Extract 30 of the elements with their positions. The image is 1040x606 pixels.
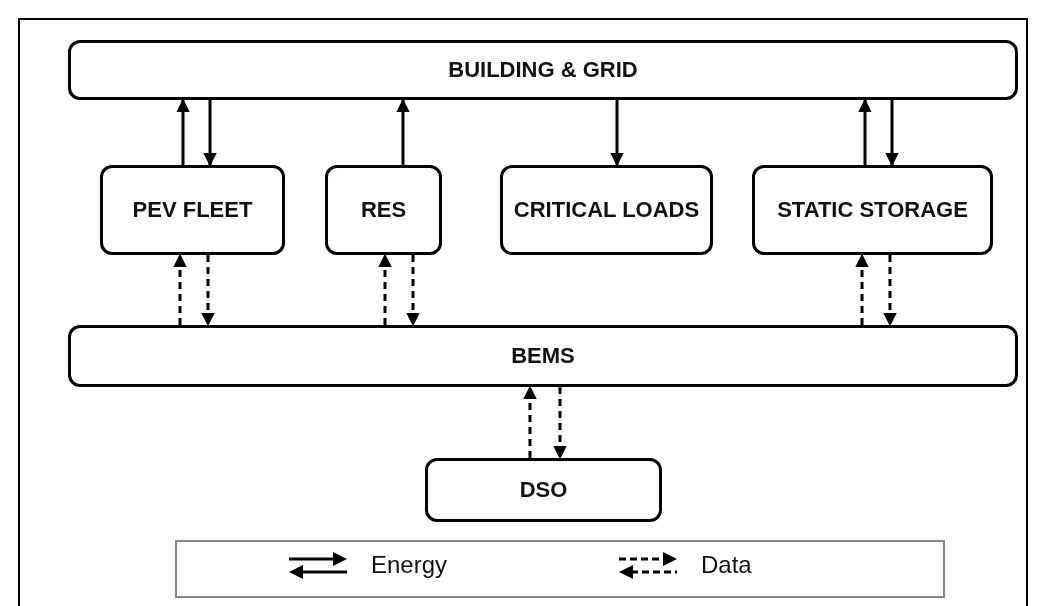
node-label: PEV FLEET bbox=[132, 197, 253, 223]
legend-label: Energy bbox=[371, 551, 448, 579]
data-arrow bbox=[855, 253, 869, 325]
node-label: BUILDING & GRID bbox=[448, 57, 638, 83]
node-label: RES bbox=[360, 197, 407, 223]
data-arrow bbox=[173, 253, 187, 325]
energy-arrow bbox=[396, 98, 410, 165]
data-arrow bbox=[378, 253, 392, 325]
component-box bbox=[425, 458, 662, 522]
data-arrow bbox=[883, 255, 897, 327]
component-box bbox=[752, 165, 993, 255]
data-arrow bbox=[406, 255, 420, 327]
data-arrow bbox=[553, 387, 567, 460]
data-arrow bbox=[201, 255, 215, 327]
component-box bbox=[100, 165, 285, 255]
energy-arrow bbox=[858, 98, 872, 165]
component-box bbox=[325, 165, 442, 255]
bus-bar bbox=[68, 325, 1018, 387]
energy-arrow bbox=[885, 100, 899, 167]
data-arrow bbox=[523, 385, 537, 458]
energy-arrow bbox=[610, 100, 624, 167]
energy-arrow bbox=[203, 100, 217, 167]
node-label: STATIC STORAGE bbox=[777, 197, 968, 223]
node-label: BEMS bbox=[511, 343, 575, 369]
node-label: CRITICAL LOADS bbox=[513, 197, 700, 223]
node-label: DSO bbox=[519, 477, 568, 503]
legend-label: Data bbox=[701, 551, 752, 579]
component-box bbox=[500, 165, 713, 255]
bus-bar bbox=[68, 40, 1018, 100]
energy-arrow bbox=[176, 98, 190, 165]
